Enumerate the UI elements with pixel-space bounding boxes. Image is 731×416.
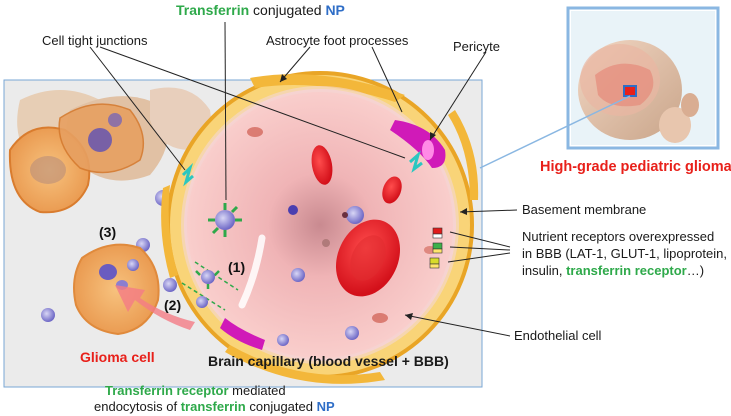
label-astrocyte-foot-processes: Astrocyte foot processes bbox=[266, 33, 409, 48]
glioma-cell-3-nucleus bbox=[99, 264, 117, 280]
caption-transferrin: transferrin bbox=[180, 399, 246, 414]
label-endothelial-cell: Endothelial cell bbox=[514, 328, 602, 343]
rbc-2-center bbox=[350, 235, 386, 281]
title-conjugated: conjugated bbox=[249, 2, 326, 18]
inset-connector bbox=[479, 95, 631, 169]
nutrient-receptor-red bbox=[432, 227, 443, 239]
inset-tumor-marker bbox=[623, 85, 637, 97]
np-free-4 bbox=[41, 308, 55, 322]
caption-transferrin-receptor: Transferrin receptor bbox=[105, 383, 229, 398]
uptake-arrow bbox=[115, 285, 195, 330]
astrocyte-callout-arrowhead bbox=[280, 74, 287, 82]
caption-line-2: endocytosis of transferrin conjugated NP bbox=[94, 399, 335, 415]
basement-callout-arrowhead bbox=[460, 208, 467, 215]
pericyte-lower bbox=[220, 318, 265, 350]
glioma-cell-3 bbox=[73, 243, 160, 336]
np-lumen-6 bbox=[277, 334, 289, 346]
astrocyte-foot-right bbox=[448, 110, 479, 200]
nutrient-line3-suffix: …) bbox=[686, 263, 705, 278]
label-nutrient-receptors-3: insulin, transferrin receptor…) bbox=[522, 263, 704, 279]
np-crossing-2 bbox=[196, 296, 208, 308]
capillary-lumen-edge bbox=[181, 86, 459, 364]
step-1-label: (1) bbox=[228, 259, 246, 275]
caption-mediated: mediated bbox=[228, 383, 286, 398]
caption-np: NP bbox=[316, 399, 335, 414]
nutrient-transferrin-receptor: transferrin receptor bbox=[566, 263, 687, 278]
glioma-cell-upper-nucleus bbox=[88, 128, 112, 152]
glioma-cell-upper-nucleus-2 bbox=[108, 113, 122, 127]
pericyte-callout-arrowhead bbox=[430, 132, 436, 140]
label-nutrient-receptors-2: in BBB (LAT-1, GLUT-1, lipoprotein, bbox=[522, 246, 727, 261]
rbc-3 bbox=[382, 176, 402, 204]
endothelial-nucleus-2 bbox=[372, 313, 388, 323]
np-lumen-3 bbox=[291, 268, 305, 282]
label-basement-membrane: Basement membrane bbox=[522, 202, 647, 217]
endothelial-nucleus-1 bbox=[247, 127, 263, 137]
tight-junction-right bbox=[409, 150, 423, 173]
rbc-1 bbox=[311, 145, 333, 185]
np-lumen-1 bbox=[288, 205, 298, 215]
label-brain-capillary: Brain capillary (blood vessel + BBB) bbox=[208, 353, 449, 369]
np-receptor-crossing bbox=[181, 261, 239, 311]
capillary-lumen bbox=[184, 89, 456, 361]
label-nutrient-receptors-1: Nutrient receptors overexpressed bbox=[522, 229, 715, 244]
label-pericyte: Pericyte bbox=[453, 39, 500, 54]
caption-endocytosis: endocytosis of bbox=[94, 399, 181, 414]
nutrient-receptor-green bbox=[432, 242, 443, 254]
label-high-grade-glioma: High-grade pediatric glioma bbox=[540, 159, 731, 175]
title-transferrin: Transferrin bbox=[176, 2, 250, 18]
title-np: NP bbox=[325, 2, 345, 18]
caption-line-1: Transferrin receptor mediated bbox=[105, 383, 286, 399]
np-in-glioma bbox=[127, 259, 139, 271]
np-lumen-5 bbox=[345, 326, 359, 340]
endothelial-callout-arrowhead bbox=[405, 313, 413, 320]
step-2-label: (2) bbox=[164, 297, 182, 313]
transferrin-np bbox=[208, 203, 242, 237]
callout-lines bbox=[89, 21, 518, 337]
astrocyte-foot-bottom bbox=[225, 345, 385, 384]
pericyte-upper-nucleus bbox=[422, 140, 434, 160]
np-lumen-7 bbox=[342, 212, 348, 218]
tight-junction-left bbox=[181, 162, 194, 187]
astrocyte-foot-top bbox=[250, 74, 405, 102]
np-lumen-4 bbox=[322, 239, 330, 247]
transcytosis-swoosh bbox=[238, 234, 266, 309]
np-lumen-2 bbox=[346, 206, 364, 224]
title-transferrin-np: Transferrin conjugated NP bbox=[176, 2, 345, 18]
nutrient-receptor-yellow bbox=[429, 257, 440, 269]
nutrient-line3-prefix: insulin, bbox=[522, 263, 567, 278]
np-free-3 bbox=[163, 278, 177, 292]
step-3-label: (3) bbox=[99, 224, 117, 240]
label-cell-tight-junctions: Cell tight junctions bbox=[42, 33, 148, 48]
label-glioma-cell: Glioma cell bbox=[80, 349, 155, 365]
caption-conjugated: conjugated bbox=[245, 399, 317, 414]
astrocyte-foot-left bbox=[161, 185, 178, 278]
glioma-cell-left-nucleus bbox=[30, 156, 66, 184]
